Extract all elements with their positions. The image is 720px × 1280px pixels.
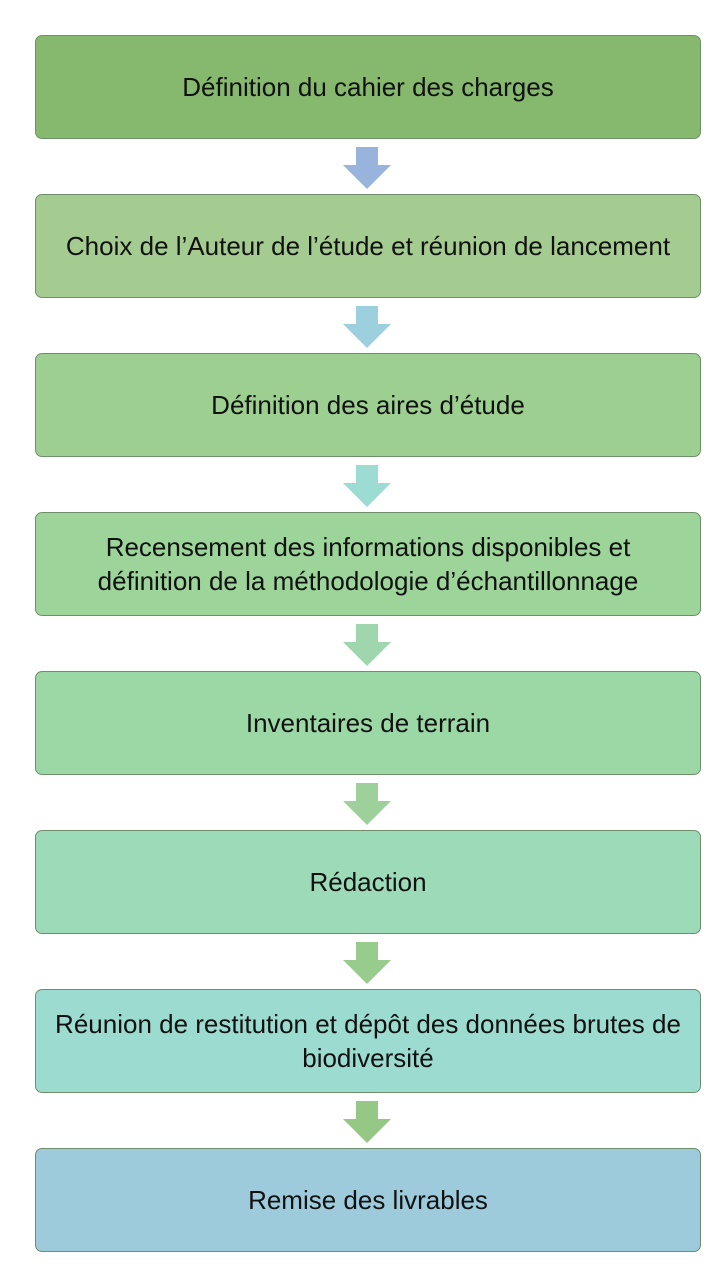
step-label: Rédaction [309,867,427,897]
step-label: Choix de l’Auteur de l’étude et réunion … [65,231,671,261]
step-label: Définition des aires d’étude [211,390,525,420]
down-arrow-icon [343,147,391,189]
step-box-2: Choix de l’Auteur de l’étude et réunion … [35,194,701,298]
down-arrow-icon [343,624,391,666]
down-arrow-icon [343,306,391,348]
step-label: Inventaires de terrain [245,708,491,738]
step-box-4: Recensement des informations disponibles… [35,512,701,616]
step-label: Recensement des informations disponibles… [97,532,639,596]
step-box-3: Définition des aires d’étude [35,353,701,457]
step-box-7: Réunion de restitution et dépôt des donn… [35,989,701,1093]
down-arrow-icon [343,465,391,507]
down-arrow-icon [343,942,391,984]
down-arrow-icon [343,783,391,825]
step-box-1: Définition du cahier des charges [35,35,701,139]
step-box-6: Rédaction [35,830,701,934]
step-label: Définition du cahier des charges [182,72,554,102]
step-box-5: Inventaires de terrain [35,671,701,775]
step-box-8: Remise des livrables [35,1148,701,1252]
down-arrow-icon [343,1101,391,1143]
step-label: Réunion de restitution et dépôt des donn… [55,1009,681,1073]
step-label: Remise des livrables [248,1185,488,1215]
